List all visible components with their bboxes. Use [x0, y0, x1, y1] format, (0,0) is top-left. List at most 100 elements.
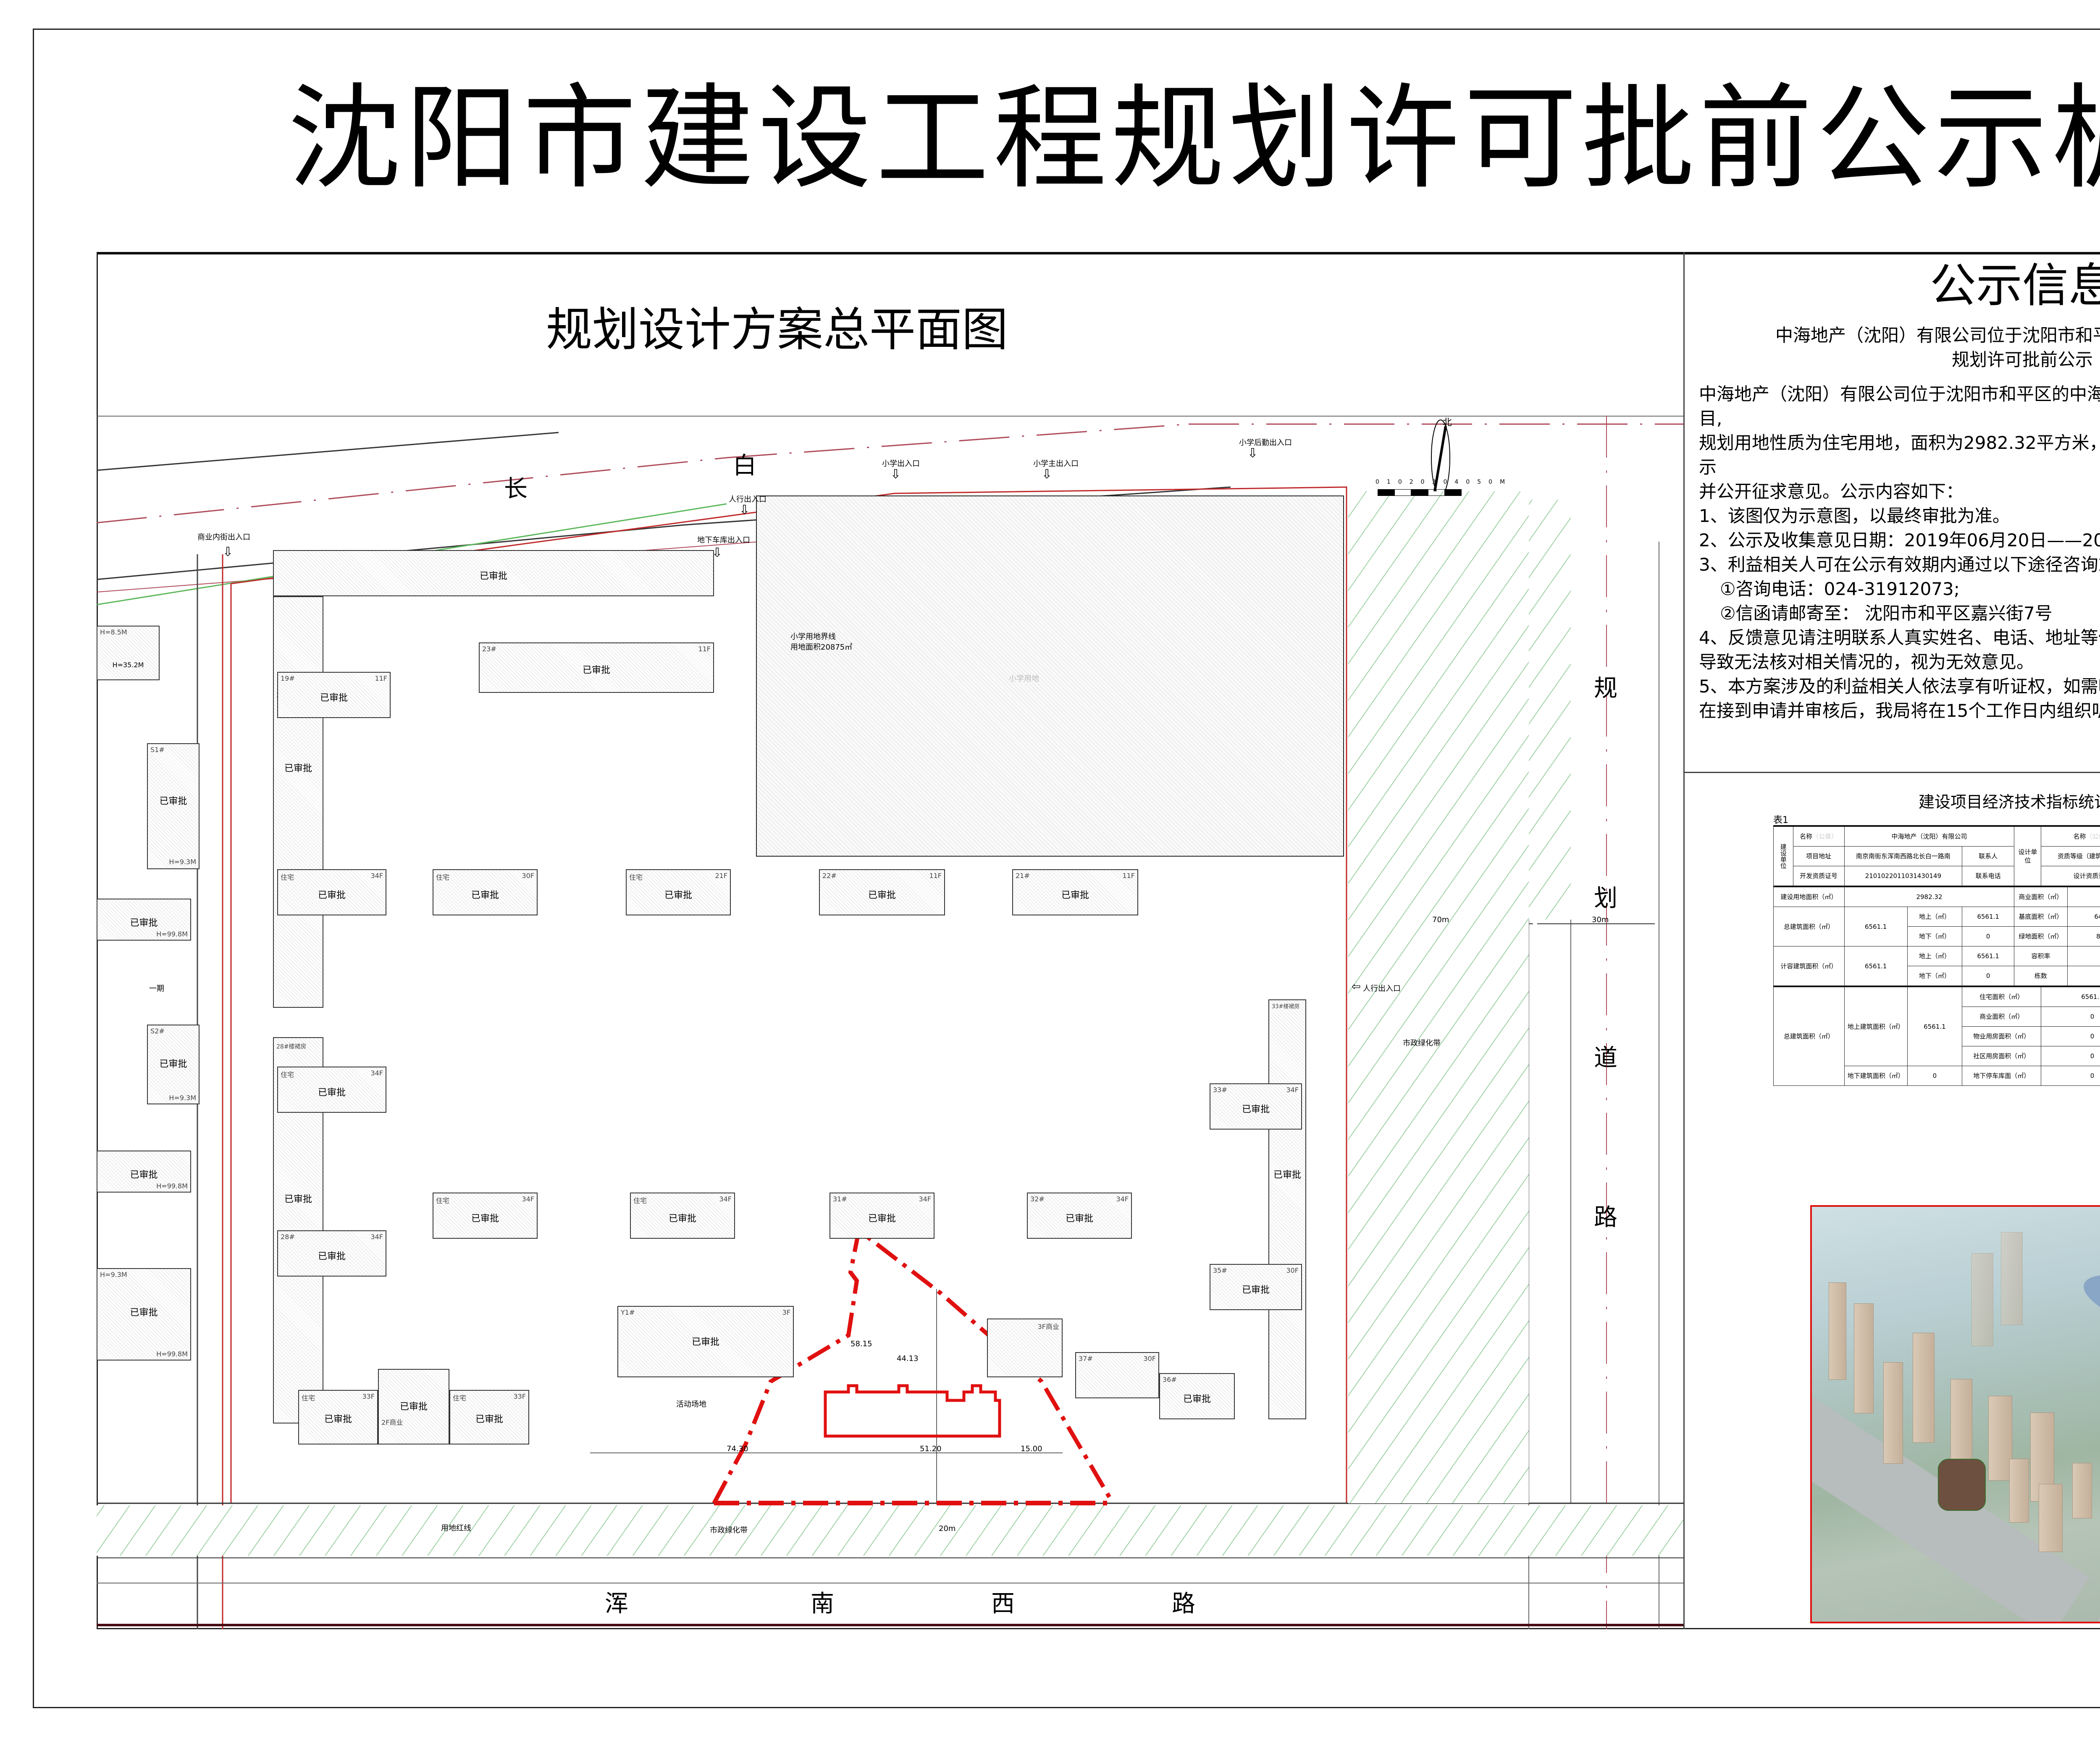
notice-title: 公示信息 [1930, 259, 2100, 312]
school-site: 小学用地界线 用地面积20875㎡ 小学用地 [756, 495, 1344, 857]
stats-table: 建设单位 名称（公章） 中海地产（沈阳）有限公司 设计单位 名称（公章） 中国建… [1773, 825, 2100, 1086]
tower [2072, 1463, 2092, 1518]
east-green-strip [1529, 500, 1571, 920]
aerial-rendering [1810, 1205, 2100, 1623]
stats-table-number: 表1 [1773, 815, 1788, 826]
notice-phone: ①咨询电话：024-31912073; [1720, 579, 1960, 599]
above: 6561.1 [1962, 907, 2015, 927]
north-label: 北 [1443, 417, 1452, 428]
buildings-label: 栋数 [2014, 966, 2068, 987]
tower [1913, 1333, 1935, 1443]
total-area: 6561.1 [1844, 907, 1908, 946]
below-total: 0 [1907, 1066, 1963, 1086]
dim-51-20: 51.20 [920, 1444, 942, 1453]
total2-label: 总建筑面积（㎡） [1773, 986, 1845, 1086]
building-36: 36#已审批 [1159, 1373, 1235, 1419]
road-name-south-3: 西 [991, 1590, 1015, 1617]
entrance-school-main-label: 小学主出入口 [1033, 459, 1079, 468]
far-below: 0 [1962, 966, 2015, 987]
builder-address-label: 项目地址 [1793, 846, 1845, 866]
site-plan-map: 小学用地界线 用地面积20875㎡ 小学用地 长 白 规 划 道 路 浑 南 西… [97, 416, 1683, 1629]
building-north-podium: 已审批 [273, 550, 714, 596]
entrance-pedestrian-label: 人行出入口 [729, 495, 766, 504]
notice-table-divider [1684, 772, 2100, 773]
entrance-school-back-label: 小学后勤出入口 [1239, 438, 1292, 447]
left-arrow-icon: ⇦ [1352, 980, 1361, 993]
builder-name: 中海地产（沈阳）有限公司 [1844, 825, 2015, 847]
board-title: 沈阳市建设工程规划许可批前公示板 [288, 72, 2100, 204]
base-area: 648.48 [2067, 907, 2100, 927]
far: 2.2 [2067, 946, 2100, 966]
builder-cert-label: 开发资质证号 [1793, 866, 1845, 887]
base-area-label: 基底面积（㎡） [2014, 907, 2068, 927]
stats-table-title: 建设项目经济技术指标统计表 [1918, 793, 2100, 811]
south-green-belt-label: 市政绿化带 [710, 1526, 748, 1535]
below-label: 地下（㎡） [1907, 926, 1963, 946]
dim-east-green: 70m [1432, 915, 1449, 924]
building-east-podium: 33#楼裙房已审批 [1268, 999, 1306, 1419]
road-name-north-2: 白 [733, 452, 756, 480]
tower [2001, 1232, 2023, 1325]
above-label: 地上（㎡） [1907, 907, 1963, 927]
notice-date: 2019年06月20日 [2016, 700, 2100, 725]
road-name-east-3: 道 [1594, 1044, 1617, 1072]
builder-contact-label: 联系人 [1962, 846, 2015, 866]
dim-south-green: 20m [939, 1524, 956, 1533]
above-total-label: 地上建筑面积（㎡） [1844, 986, 1908, 1066]
garage-label: 地下停车库面（㎡） [1962, 1066, 2042, 1086]
river [2077, 1262, 2100, 1349]
tower [1988, 1396, 2012, 1481]
entrance-commercial-street-label: 商业内街出入口 [197, 533, 250, 542]
redline-label: 用地红线 [441, 1524, 471, 1533]
road-name-north-1: 长 [504, 475, 528, 503]
content-frame [97, 252, 2100, 1629]
entrance-pedestrian-east-label: 人行出入口 [1363, 984, 1401, 993]
road-name-east-1: 规 [1594, 675, 1617, 702]
notice-subtitle-1: 中海地产（沈阳）有限公司位于沈阳市和平区的住宅、商业项目 [1775, 325, 2100, 346]
designer-name-label: 名称（公章） [2041, 825, 2100, 847]
road-name-south-1: 浑 [605, 1590, 628, 1617]
notice-line: 规划用地性质为住宅用地，面积为2982.32平方米，现对该项目总平面方案进行公示 [1699, 433, 2100, 477]
total-area-label: 总建筑面积（㎡） [1773, 907, 1845, 946]
road-name-south-4: 路 [1172, 1590, 1195, 1617]
tower [1971, 1253, 1993, 1346]
phase-label: 一期 [149, 984, 164, 993]
notice-line: 5、本方案涉及的利益相关人依法享有听证权，如需听证请在公示期内提出申请； [1699, 676, 2100, 697]
builder-phone-label: 联系电话 [1962, 866, 2015, 887]
down-arrow-icon: ⇩ [890, 467, 901, 482]
designer-cert-label: 设计资质证号 [2041, 866, 2100, 887]
builder-name-label: 名称（公章） [1793, 825, 1845, 847]
notice-line: 1、该图仅为示意图，以最终审批为准。 [1699, 506, 2010, 526]
land-area: 2982.32 [1844, 886, 2015, 907]
plan-title: 规划设计方案总平面图 [546, 303, 1008, 357]
tower [2009, 1459, 2029, 1523]
property-label: 物业用房面积（㎡） [1962, 1026, 2042, 1046]
notice-line: 4、反馈意见请注明联系人真实姓名、电话、地址等信息；如因信息不完整或不真实 [1699, 627, 2100, 648]
school-boundary-label: 小学用地界线 [790, 632, 836, 641]
community-label: 社区用房面积（㎡） [1962, 1046, 2042, 1066]
below: 0 [1962, 926, 2015, 946]
residential-label: 住宅面积（㎡） [1962, 986, 2042, 1007]
far-label: 容积率 [2014, 946, 2068, 966]
far-above: 6561.1 [1962, 946, 2015, 966]
above-total: 6561.1 [1907, 986, 1963, 1066]
notice-address: ②信函请邮寄至： 沈阳市和平区嘉兴街7号 [1720, 603, 2053, 624]
builder-group: 建设单位 [1773, 825, 1793, 887]
commercial2-label: 商业面积（㎡） [1962, 1007, 2042, 1027]
down-arrow-icon: ⇩ [223, 545, 234, 559]
building-37: 37#30F [1075, 1352, 1159, 1398]
notice-subtitle: 中海地产（沈阳）有限公司位于沈阳市和平区的住宅、商业项目 规划许可批前公示 [1684, 323, 2100, 372]
school-area-label: 用地面积20875㎡ [790, 643, 853, 652]
